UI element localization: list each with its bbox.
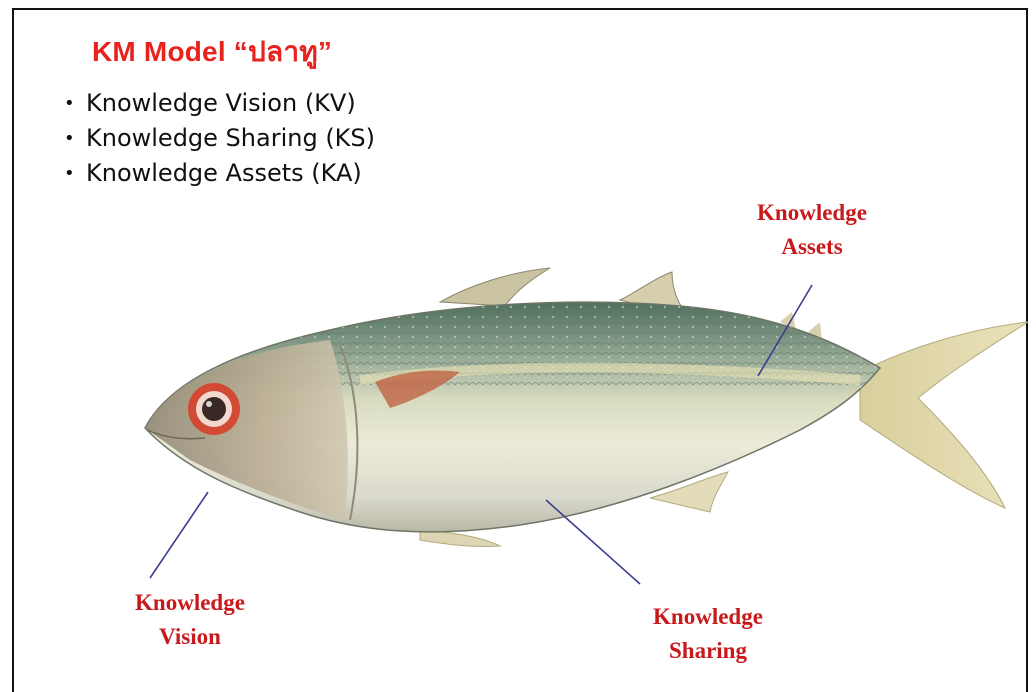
pointer-line-vision <box>150 492 208 578</box>
label-line: Knowledge <box>732 196 892 230</box>
component-list: •Knowledge Vision (KV) •Knowledge Sharin… <box>64 86 375 191</box>
label-line: Vision <box>110 620 270 654</box>
pelvic-fin <box>420 530 500 547</box>
dorsal-fin-front <box>440 268 550 306</box>
list-item-label: Knowledge Sharing (KS) <box>86 124 375 152</box>
list-item-kv: •Knowledge Vision (KV) <box>64 86 375 121</box>
list-item-label: Knowledge Assets (KA) <box>86 159 362 187</box>
label-knowledge-vision: Knowledge Vision <box>110 586 270 654</box>
label-line: Sharing <box>628 634 788 668</box>
label-line: Knowledge <box>110 586 270 620</box>
fish-eye <box>188 383 240 435</box>
list-item-label: Knowledge Vision (KV) <box>86 89 356 117</box>
list-item-ka: •Knowledge Assets (KA) <box>64 156 375 191</box>
tail-fin <box>860 322 1028 508</box>
label-knowledge-sharing: Knowledge Sharing <box>628 600 788 668</box>
bullet-marker: • <box>64 156 86 191</box>
label-knowledge-assets: Knowledge Assets <box>732 196 892 264</box>
bullet-marker: • <box>64 121 86 156</box>
label-line: Assets <box>732 230 892 264</box>
label-line: Knowledge <box>628 600 788 634</box>
list-item-ks: •Knowledge Sharing (KS) <box>64 121 375 156</box>
pointer-line-sharing <box>546 500 640 584</box>
bullet-marker: • <box>64 86 86 121</box>
diagram-title: KM Model “ปลาทู” <box>92 30 332 74</box>
